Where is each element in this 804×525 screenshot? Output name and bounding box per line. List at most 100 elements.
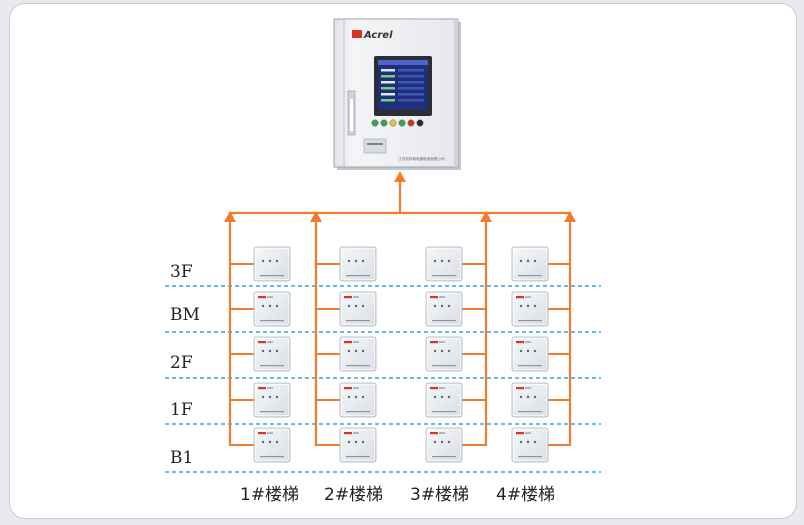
device-indicator	[261, 349, 265, 353]
panel-button	[380, 119, 388, 127]
device-brand-mark	[516, 387, 524, 390]
device-label-strip	[346, 365, 370, 367]
field-device	[253, 382, 291, 418]
field-device	[511, 427, 549, 463]
device-bevel	[427, 429, 461, 461]
device-bevel	[341, 338, 375, 370]
device-body	[339, 382, 377, 418]
stairwell-label: 2#楼梯	[324, 485, 383, 505]
brand-logo-icon	[352, 30, 362, 38]
field-device	[253, 246, 291, 282]
device-brand-text	[267, 341, 273, 343]
device-indicator	[268, 259, 272, 263]
screen-display	[378, 60, 428, 110]
device-indicator	[261, 395, 265, 399]
screen-row	[381, 99, 395, 102]
panel-button	[407, 119, 415, 127]
device-brand-mark	[344, 341, 352, 344]
screen-row	[398, 69, 424, 72]
screen-row	[398, 75, 424, 78]
stairwell-label: 1#楼梯	[240, 485, 299, 505]
panel-footer-text: 江苏安科瑞电器制造有限公司	[398, 156, 445, 161]
panel-button	[416, 119, 424, 127]
device-bevel	[341, 293, 375, 325]
device-brand-text	[353, 387, 359, 389]
riser-arrow	[564, 211, 576, 222]
device-indicator	[275, 395, 279, 399]
device-label-strip	[432, 411, 456, 413]
field-device	[425, 291, 463, 327]
device-indicator	[261, 304, 265, 308]
device-indicator	[447, 440, 451, 444]
brand-name: Acrel	[363, 30, 393, 41]
floor-label: 3F	[170, 262, 193, 282]
device-brand-text	[439, 341, 445, 343]
device-bevel	[341, 384, 375, 416]
field-device	[253, 427, 291, 463]
device-brand-mark	[258, 296, 266, 299]
device-body	[511, 291, 549, 327]
panel-button	[371, 119, 379, 127]
device-indicator	[268, 440, 272, 444]
device-label-strip	[432, 320, 456, 322]
device-label-strip	[260, 456, 284, 458]
device-brand-text	[353, 296, 359, 298]
screen-row	[381, 69, 395, 72]
device-body	[511, 427, 549, 463]
device-brand-mark	[430, 432, 438, 435]
device-brand-text	[525, 296, 531, 298]
device-body	[425, 246, 463, 282]
device-body	[339, 291, 377, 327]
device-indicator	[447, 304, 451, 308]
device-indicator	[275, 349, 279, 353]
device-body	[425, 382, 463, 418]
device-indicator	[526, 440, 530, 444]
riser-arrow	[310, 211, 322, 222]
device-brand-mark	[430, 341, 438, 344]
device-label-strip	[260, 320, 284, 322]
device-brand-mark	[258, 341, 266, 344]
device-body	[253, 382, 291, 418]
device-brand-text	[439, 387, 445, 389]
device-bevel	[255, 293, 289, 325]
screen-title-bar	[378, 60, 428, 65]
device-indicator	[519, 395, 523, 399]
field-device	[253, 291, 291, 327]
device-brand-mark	[258, 387, 266, 390]
device-brand-mark	[344, 387, 352, 390]
field-device	[511, 291, 549, 327]
device-bevel	[427, 384, 461, 416]
device-bevel	[427, 338, 461, 370]
device-indicator	[347, 304, 351, 308]
device-indicator	[533, 440, 537, 444]
device-indicator	[361, 349, 365, 353]
device-indicator	[440, 395, 444, 399]
device-bevel	[513, 293, 547, 325]
device-body	[511, 246, 549, 282]
device-indicator	[261, 440, 265, 444]
device-indicator	[354, 349, 358, 353]
device-label-strip	[432, 365, 456, 367]
screen-row	[381, 93, 395, 96]
device-bevel	[341, 429, 375, 461]
field-device	[425, 336, 463, 372]
device-indicator	[433, 349, 437, 353]
device-indicator	[440, 304, 444, 308]
screen-row	[381, 87, 395, 90]
device-brand-mark	[430, 387, 438, 390]
device-bevel	[341, 248, 375, 280]
device-brand-mark	[516, 296, 524, 299]
stairwell-label: 3#楼梯	[410, 485, 469, 505]
device-bevel	[513, 338, 547, 370]
device-indicator	[533, 349, 537, 353]
device-brand-mark	[516, 341, 524, 344]
device-brand-text	[525, 341, 531, 343]
field-device	[425, 246, 463, 282]
device-bevel	[427, 248, 461, 280]
device-body	[339, 246, 377, 282]
device-indicator	[526, 349, 530, 353]
device-indicator	[433, 259, 437, 263]
device-label-strip	[432, 275, 456, 277]
